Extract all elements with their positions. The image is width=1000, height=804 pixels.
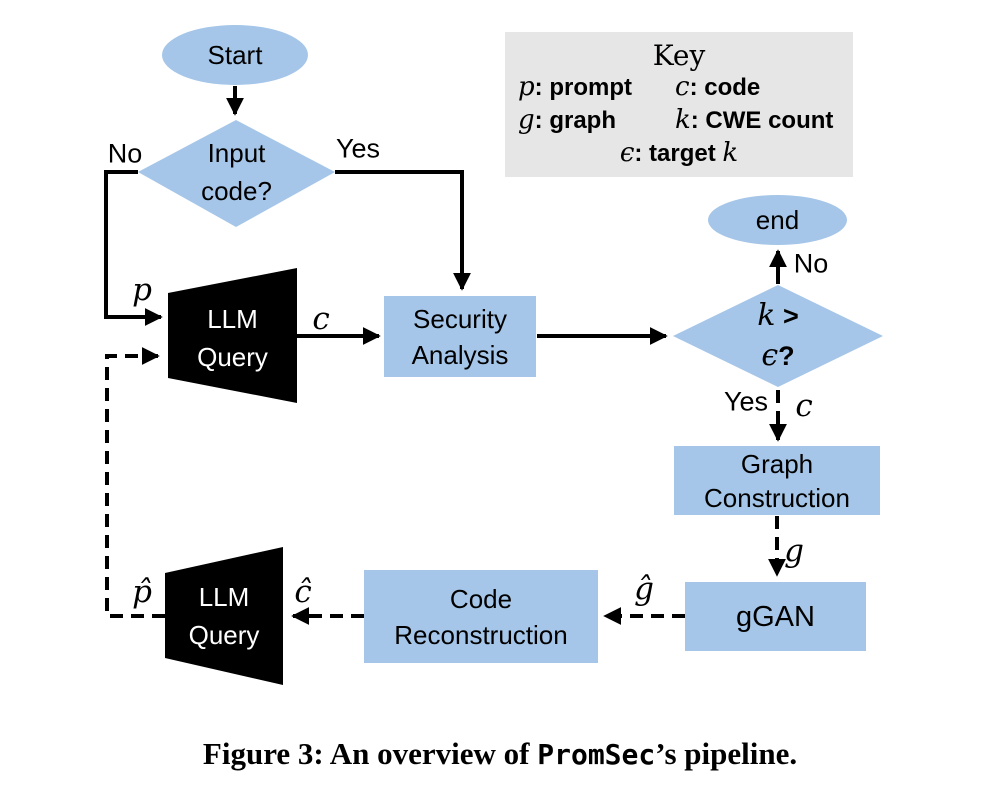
edge-feedback-llm2-to-llm1 [105,347,165,618]
llm2-label-line1: LLM [198,582,250,612]
legend-desc-prompt: : prompt [534,74,632,101]
legend-row-1: p: prompt c: code [505,71,853,104]
llm-query-1-label: LLM Query [168,296,297,380]
legend-entry-k: k: CWE count [675,104,853,137]
llm-query-1-trapezoid [168,268,297,403]
edge-yes-branch-to-security [335,170,471,291]
edge-label-c-right: c [795,388,813,424]
legend-entry-p: p: prompt [518,71,675,104]
edge-label-c-hat: ĉ [294,574,312,610]
graph-construction-label-line1: Graph [740,448,814,479]
edge-no-branch-to-llm1 [104,170,163,326]
k-decision-line2: ϵ? [761,336,794,376]
llm2-label-line2: Query [188,620,260,650]
caption-suffix: ’s pipeline. [655,736,798,771]
edge-label-p-hat: p̂ [132,574,152,610]
legend-title: Key [652,39,706,72]
legend-symbol-epsilon: ϵ [619,138,635,168]
llm1-label-line2: Query [197,342,268,372]
llm1-label-line1: LLM [207,304,258,334]
caption-prefix: Figure 3: An overview of [202,736,538,771]
edge-label-no-right: No [793,248,829,279]
edge-label-yes-left: Yes [335,133,381,164]
figure-caption: Figure 3: An overview of PromSec’s pipel… [0,736,1000,772]
input-code-decision-diamond [138,120,335,227]
k-decision-line1: k > [757,296,798,336]
edge-label-g-hat: ĝ [634,571,654,607]
edge-label-g: g [784,533,804,569]
graph-construction-node: Graph Construction [674,446,880,515]
input-decision-line2: code? [201,175,272,206]
legend-desc-target: : target [634,140,723,167]
graph-construction-label-line2: Construction [704,482,850,513]
k-symbol: k [757,298,776,333]
edge-label-no-left: No [107,138,143,169]
code-reconstruction-node: Code Reconstruction [364,570,598,663]
ggan-node: gGAN [685,582,866,651]
legend-symbol-k: k [675,105,691,135]
caption-promsec-name: PromSec [537,738,656,771]
legend-entry-c: c: code [675,71,853,104]
end-node: end [708,195,847,245]
question-mark: ? [778,341,795,371]
legend-entry-g: g: graph [518,104,675,137]
legend-box: Key p: prompt c: code g: graph k: CWE co… [505,32,853,177]
greater-than-operator: > [775,301,799,331]
security-analysis-label-line1: Security [413,303,507,334]
edge-label-p: p [132,272,152,308]
security-analysis-node: Security Analysis [384,296,536,377]
legend-desc-cwe-count: : CWE count [690,107,834,134]
legend-symbol-p: p [518,72,535,102]
llm-query-2-label: LLM Query [165,570,283,662]
input-decision-line1: Input [207,137,266,168]
k-threshold-decision-label: k > ϵ? [673,293,883,379]
legend-desc-graph: : graph [534,107,616,134]
edge-label-yes-right: Yes [723,386,769,417]
input-code-decision-label: Input code? [138,124,335,219]
start-label: Start [207,40,263,70]
legend-symbol-target-k: k [722,138,739,168]
edge-label-c: c [312,301,330,337]
legend-row-2: g: graph k: CWE count [505,104,853,137]
legend-symbol-c: c [675,72,690,102]
code-reconstruction-label-line1: Code [449,583,513,614]
ggan-label: gGAN [736,600,815,633]
legend-desc-code: : code [689,74,761,101]
code-reconstruction-label-line2: Reconstruction [394,619,568,650]
end-label: end [755,205,800,235]
epsilon-symbol: ϵ [761,338,779,373]
start-node: Start [162,25,308,85]
legend-entry-epsilon: ϵ: target k [619,138,739,168]
legend-row-3: ϵ: target k [505,137,853,170]
legend-symbol-g: g [518,105,535,135]
llm-query-2-trapezoid [165,547,283,685]
k-threshold-decision-diamond [673,285,883,387]
security-analysis-label-line2: Analysis [411,339,509,370]
